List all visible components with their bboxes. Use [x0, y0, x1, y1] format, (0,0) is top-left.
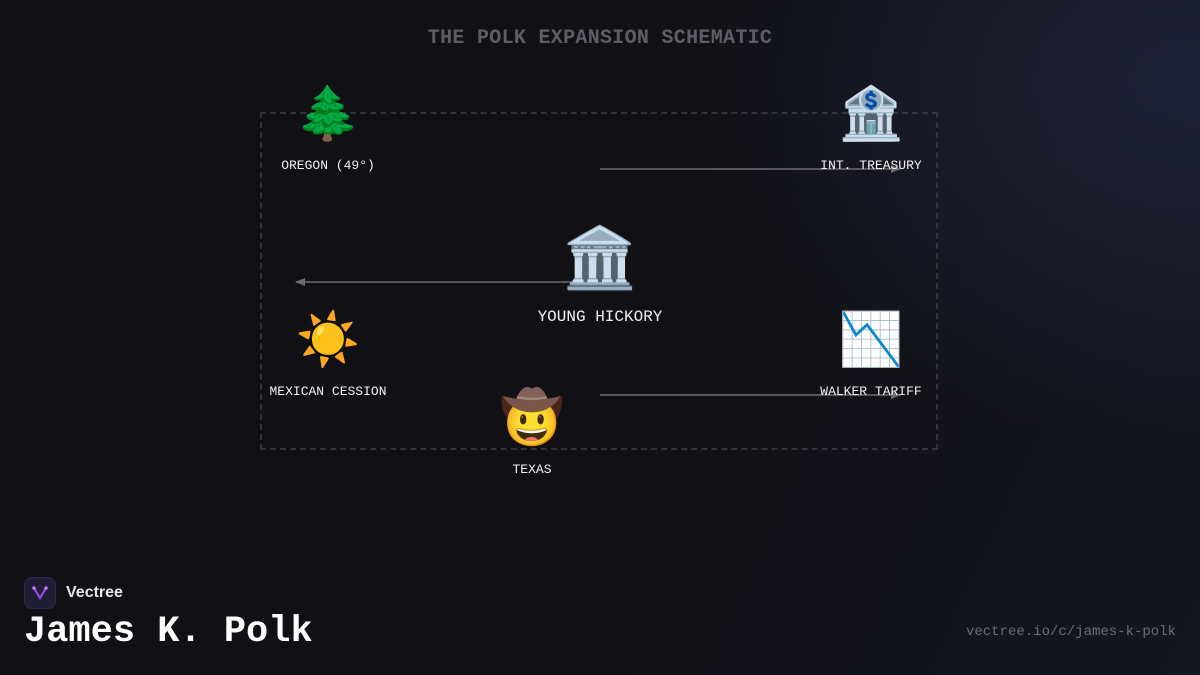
node-center-label: YOUNG HICKORY — [537, 308, 663, 326]
node-treasury: 🏦 INT. TREASURY — [771, 88, 971, 173]
node-walker-tariff-label: WALKER TARIFF — [820, 384, 922, 399]
classical-building-icon: 🏛️ — [562, 229, 638, 297]
diagram-frame — [260, 112, 938, 450]
evergreen-tree-icon: 🌲 — [295, 88, 361, 147]
node-texas-label: TEXAS — [512, 462, 552, 477]
vectree-logo-icon — [24, 577, 56, 609]
node-texas: 🤠 TEXAS — [432, 392, 632, 477]
node-mexican-cession: ☀️ MEXICAN CESSION — [228, 314, 428, 399]
node-mexican-cession-label: MEXICAN CESSION — [269, 384, 387, 399]
page-url[interactable]: vectree.io/c/james-k-polk — [965, 624, 1176, 640]
bank-icon: 🏦 — [838, 88, 904, 147]
node-walker-tariff: 📉 WALKER TARIFF — [771, 314, 971, 399]
cowboy-face-icon: 🤠 — [499, 392, 565, 451]
page-title: James K. Polk — [24, 611, 313, 653]
brand[interactable]: Vectree — [24, 577, 123, 609]
diagram-title: THE POLK EXPANSION SCHEMATIC — [427, 27, 773, 50]
sun-icon: ☀️ — [295, 314, 361, 373]
brand-name: Vectree — [66, 584, 123, 601]
node-oregon: 🌲 OREGON (49°) — [228, 88, 428, 173]
node-oregon-label: OREGON (49°) — [281, 158, 375, 173]
node-center: 🏛️ YOUNG HICKORY — [500, 230, 700, 326]
chart-decreasing-icon: 📉 — [838, 314, 904, 373]
node-treasury-label: INT. TREASURY — [820, 158, 922, 173]
